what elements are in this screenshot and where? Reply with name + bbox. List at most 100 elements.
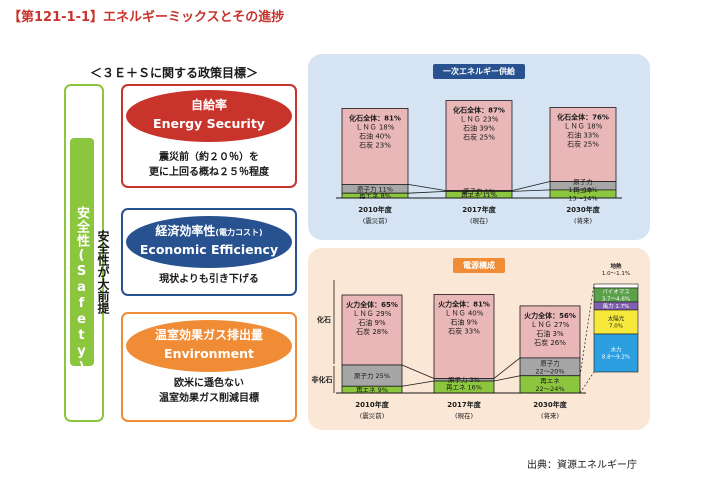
fossil-label: 化石全体：87% [453,106,505,115]
renew-breakdown-label: 7.0% [609,324,623,330]
fossil-label: 火力全体：56% [524,311,576,320]
desc-line: 震災前（約２０％）を [159,152,259,163]
economic-efficiency-title: 経済効率性 [155,224,216,238]
renew-breakdown-label: 太陽光 [608,315,625,323]
fossil-label: 火力全体：65% [346,300,398,309]
geothermal-label: 1.0～1.1% [602,271,630,277]
nuclear-label: 原子力 3% [448,375,480,384]
year-label: 2010年度 [358,205,392,214]
fossil-label: ＬＮＧ 18% [564,123,603,131]
year-note: (将来) [574,216,592,225]
renewable-label: 再エネ 16% [446,384,482,392]
fossil-label: 石油 3% [536,329,564,338]
fossil-label: 石炭 33% [448,327,480,335]
energy-security-card: 自給率 Energy Security 震災前（約２０％）を 更に上回る概ね２５… [121,84,297,188]
connector-line [511,181,551,191]
economic-efficiency-note: (電力コスト) [215,228,263,237]
environment-card: 温室効果ガス排出量 Environment 欧米に遜色ない 温室効果ガス削減目標 [121,312,297,422]
safety-label: 安全性(Safety) [74,206,89,376]
primary-energy-title: 一次エネルギー供給 [433,64,525,79]
nuclear-label: 原子力 11% [357,184,393,193]
primary-energy-chart: 化石全体：81% ＬＮＧ 18% 石油 40%石炭 23% 原子力 11%再エネ 8%… [336,100,622,225]
fossil-label: 石炭 25% [463,134,495,142]
connector-line [511,189,551,192]
page-title: 【第121-1-1】エネルギーミックスとその進捗 [8,10,285,25]
connector-line [407,184,447,191]
fossil-label: 化石全体：76% [557,113,609,122]
year-note: (現在) [470,216,488,225]
nuclear-label: 原子力 1% [463,187,495,196]
safety-bar [70,138,94,366]
policy-heading: ＜３Ｅ＋Ｓに関する政策目標＞ [90,66,259,80]
year-label: 2017年度 [462,205,496,214]
renew-breakdown-bar [593,333,639,373]
year-label: 2010年度 [355,400,389,409]
fossil-label: 石油 40% [359,131,391,140]
power-mix-chart: 火力全体：65%ＬＮＧ 29%石油 9%石炭 28%原子力 25%再エネ 9%2… [312,262,639,420]
renew-breakdown-label: 水力 [610,346,621,354]
year-label: 2017年度 [447,400,481,409]
environment-desc: 欧米に遜色ない 温室効果ガス削減目標 [123,376,295,406]
fossil-label: ＬＮＧ 29% [353,310,392,318]
nuclear-label: 22～20% [535,367,564,375]
economic-efficiency-desc: 現状よりも引き下げる [123,272,295,287]
renewable-label: 再エネ 11% [461,191,497,199]
nonfossil-axis-label: 非化石 [312,375,333,384]
breakdown-link [579,371,595,394]
fossil-label: ＬＮＧ 27% [531,321,570,329]
year-note: (現在) [455,411,473,420]
renew-breakdown-bar [593,309,639,335]
fossil-label: 石油 9% [358,318,386,327]
year-note: (将来) [541,411,559,420]
fossil-label: 石炭 26% [534,339,566,347]
fossil-label: 化石全体：81% [349,113,401,122]
economic-efficiency-en: Economic Efficiency [139,242,279,257]
fossil-label: 石炭 23% [359,141,391,149]
connector-line [401,380,435,387]
desc-line: 欧米に遜色ない [174,378,244,389]
connector-line [407,191,447,194]
fossil-bar [549,107,617,182]
fossil-label: 石炭 28% [356,328,388,336]
connector-line [493,357,521,379]
energy-security-badge: 自給率 Energy Security [126,90,292,142]
fossil-label: 火力全体：81% [438,299,490,308]
fossil-label: ＬＮＧ 23% [460,116,499,124]
renew-breakdown-label: 風力 1.7% [603,302,630,310]
year-label: 2030年度 [533,400,567,409]
economic-efficiency-card: 経済効率性(電力コスト) Economic Efficiency 現状よりも引き… [121,208,297,296]
year-note: (震災前) [360,411,385,420]
nuclear-label: 11～10% [568,186,597,194]
power-mix-title: 電源構成 [453,258,505,273]
fossil-bar [341,294,403,366]
fossil-bar [519,305,581,359]
nuclear-label: 原子力 25% [354,371,390,380]
energy-security-en: Energy Security [153,116,265,131]
economic-efficiency-badge: 経済効率性(電力コスト) Economic Efficiency [126,216,292,268]
renew-breakdown-label: 3.7～4.6% [602,297,630,303]
safety-premise-label: 安全性が大前提 [96,230,110,314]
environment-badge: 温室効果ガス排出量 Environment [126,320,292,372]
energy-security-title: 自給率 [190,98,227,112]
breakdown-link [579,283,595,376]
geothermal-bar [593,283,639,289]
desc-line: 現状よりも引き下げる [159,274,259,285]
renew-breakdown-label: 8.8～9.2% [602,355,630,361]
primary-energy-panel: 一次エネルギー供給 化石全体：81% ＬＮＧ 18% 石油 40%石炭 23% 原子力… [308,54,650,240]
renew-breakdown-label: バイオマス [602,289,630,296]
connector-line [401,364,435,379]
fossil-label: ＬＮＧ 40% [445,309,484,317]
renewable-label: 再エネ 8% [359,192,391,200]
environment-en: Environment [164,346,254,361]
fossil-axis-label: 化石 [317,315,331,324]
source-note: 出典：資源エネルギー庁 [527,460,637,471]
renewable-label: 再エネ [573,186,593,194]
nuclear-label: 原子力 [540,358,560,367]
desc-line: 更に上回る概ね２５％程度 [149,167,269,178]
fossil-label: 石炭 25% [567,141,599,149]
geothermal-label: 地熱 [610,262,622,270]
energy-security-desc: 震災前（約２０％）を 更に上回る概ね２５％程度 [123,150,295,180]
environment-title: 温室効果ガス排出量 [154,328,263,342]
fossil-bar [445,100,513,191]
desc-line: 温室効果ガス削減目標 [159,393,259,404]
